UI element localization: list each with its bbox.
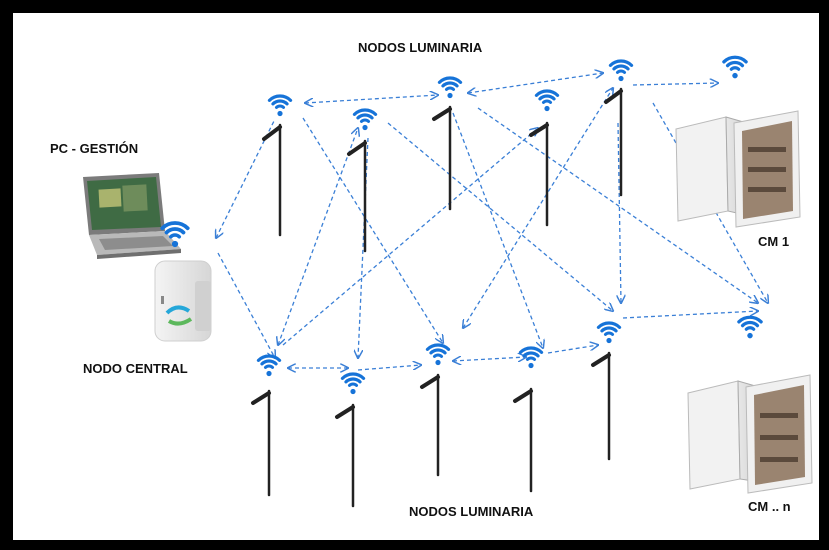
electrical-cabinet-icon <box>687 374 813 494</box>
link-line <box>547 345 598 354</box>
cabinet-1-label: CM 1 <box>758 234 790 249</box>
link-line <box>453 357 526 361</box>
pc-management-label: PC - GESTIÓN <box>50 141 139 156</box>
link-line <box>463 88 613 328</box>
diagram-canvas: NODOS LUMINARIA PC - GESTIÓN NODO CENTRA… <box>13 13 819 540</box>
wifi-icon <box>722 55 748 79</box>
street-light-pole-icon <box>335 403 355 508</box>
bottom-nodes-title: NODOS LUMINARIA <box>409 504 534 519</box>
street-light-pole-icon <box>604 87 623 197</box>
street-light-pole-icon <box>591 351 611 461</box>
wifi-icon <box>352 108 378 131</box>
central-node-label: NODO CENTRAL <box>83 361 188 376</box>
cabinet-n-label: CM .. n <box>748 499 791 514</box>
street-light-pole-icon <box>262 123 282 237</box>
top-nodes-title: NODOS LUMINARIA <box>358 40 483 55</box>
link-line <box>358 137 369 358</box>
link-line <box>632 83 718 85</box>
wifi-icon <box>340 372 366 395</box>
link-line <box>618 122 621 303</box>
wifi-icon <box>425 343 451 366</box>
link-line <box>357 365 421 371</box>
wifi-icon <box>737 315 763 339</box>
wifi-icon <box>256 354 282 377</box>
wifi-icon <box>267 94 293 117</box>
link-line <box>387 122 613 311</box>
wifi-icon <box>596 321 622 344</box>
network-diagram <box>83 55 813 508</box>
link-line <box>216 118 276 238</box>
laptop-icon <box>83 173 181 259</box>
street-light-pole-icon <box>529 121 549 227</box>
link-line <box>278 128 358 345</box>
link-line <box>468 73 603 93</box>
link-line <box>302 117 443 343</box>
street-light-poles <box>251 87 623 508</box>
electrical-cabinet-icon <box>675 110 801 228</box>
street-light-pole-icon <box>432 105 452 211</box>
wifi-icon <box>518 346 544 369</box>
wifi-icon <box>160 221 190 248</box>
link-line <box>622 311 758 319</box>
wifi-icons <box>160 55 763 395</box>
gateway-device-icon <box>154 260 212 342</box>
wifi-icon <box>608 59 634 82</box>
wifi-icon <box>437 76 463 99</box>
link-line <box>477 107 758 303</box>
link-line <box>282 128 538 346</box>
street-light-pole-icon <box>347 139 367 253</box>
wifi-icon <box>534 89 560 112</box>
link-line <box>452 112 543 348</box>
link-line <box>305 95 438 103</box>
street-light-pole-icon <box>420 373 440 477</box>
street-light-pole-icon <box>251 389 271 497</box>
street-light-pole-icon <box>513 387 533 493</box>
link-line <box>217 252 275 358</box>
link-lines <box>216 73 768 370</box>
